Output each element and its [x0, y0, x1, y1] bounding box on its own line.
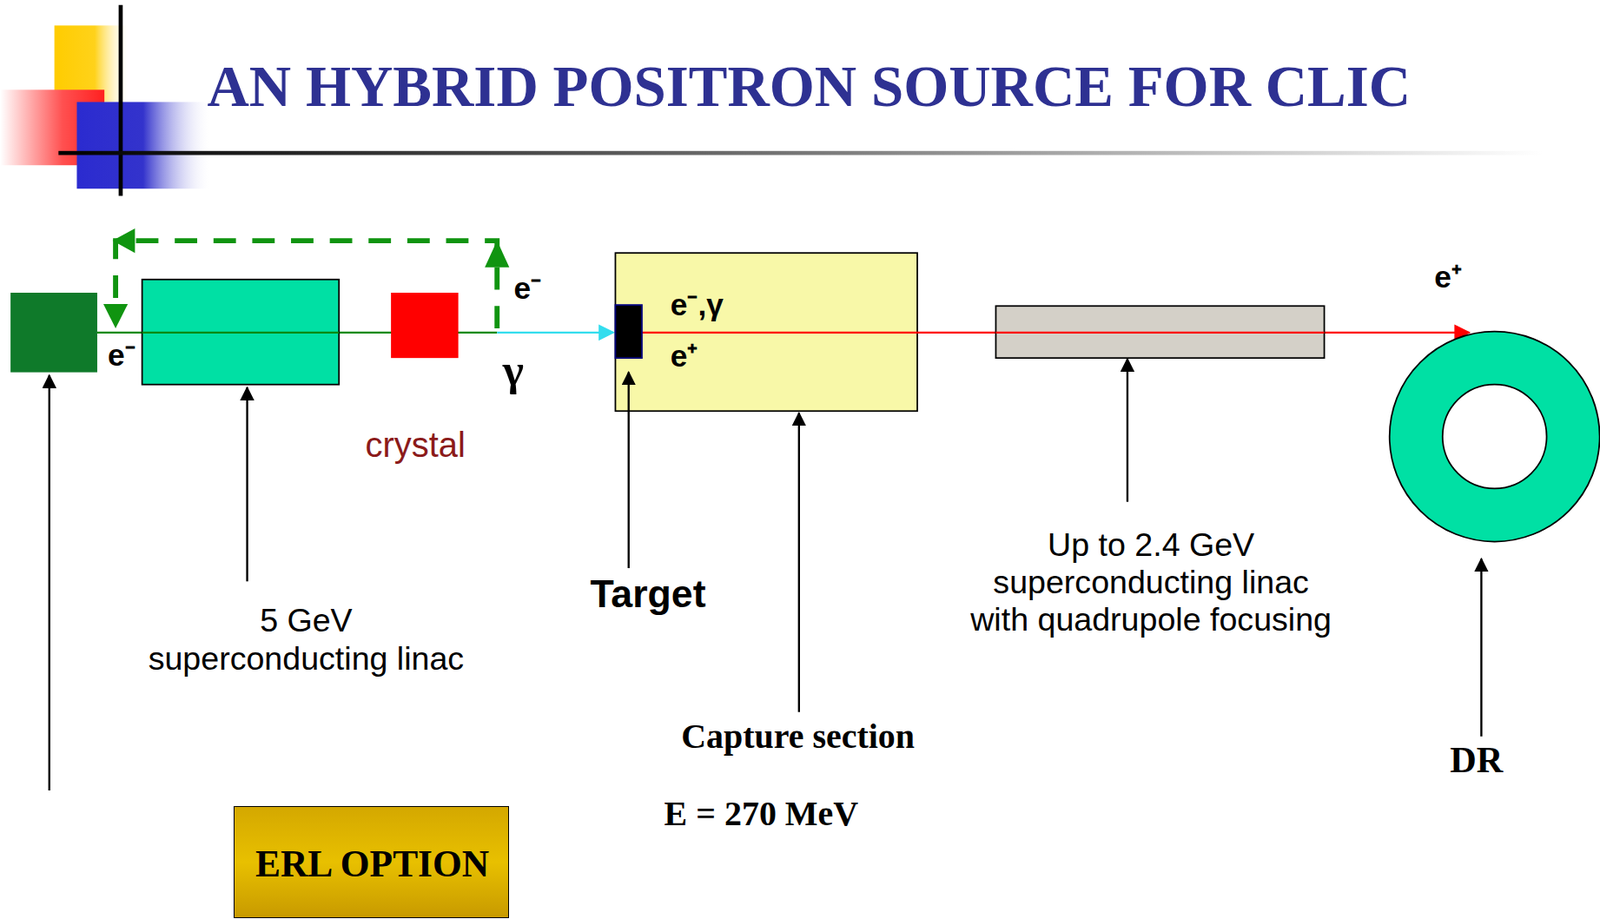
- particle-label: γ: [502, 343, 524, 396]
- leader-line: [245, 387, 248, 582]
- linac-box: [142, 279, 340, 385]
- part-label: Up to 2.4 GeV superconducting linac with…: [965, 526, 1338, 640]
- node-text: e⁺: [670, 333, 699, 376]
- capture-section-box: e⁻,γ e⁺: [614, 252, 918, 411]
- part-label: Target: [589, 571, 706, 616]
- particle-label: e⁺: [1434, 259, 1462, 296]
- leader-line: [1480, 558, 1482, 736]
- part-label: DR: [1449, 739, 1503, 782]
- arrow-head: [484, 240, 510, 268]
- photon-beam: [496, 331, 614, 334]
- deco-square: [76, 101, 210, 189]
- option-box: ERL OPTION: [233, 806, 510, 919]
- arrow-head: [112, 228, 136, 253]
- node-text: e⁻,γ: [670, 282, 724, 324]
- part-label: Capture section: [680, 716, 915, 757]
- leader-line: [1126, 358, 1129, 502]
- crystal-block: [390, 292, 459, 358]
- leader-line: [48, 375, 51, 791]
- page-title: AN HYBRID POSITRON SOURCE FOR CLIC: [206, 52, 1411, 120]
- part-label: crystal: [364, 425, 465, 466]
- damping-ring: [1415, 357, 1574, 516]
- arrow-head: [103, 304, 128, 329]
- damping-ring: [1442, 384, 1548, 490]
- linac-box: [995, 305, 1324, 358]
- deco-line: [58, 151, 1543, 156]
- target-block: [614, 304, 642, 358]
- part-label: 5 GeV superconducting linac: [142, 601, 470, 677]
- positron-beam: [995, 331, 1324, 334]
- node-text: ERL OPTION: [255, 841, 490, 886]
- particle-label: e⁻: [514, 271, 543, 307]
- particle-label: e⁻: [107, 337, 136, 374]
- injector-box: [10, 292, 98, 373]
- positron-beam: [641, 331, 1469, 334]
- beam-line: [142, 331, 340, 334]
- erl-return-path: [115, 240, 497, 329]
- leader-line: [798, 413, 800, 713]
- energy-label: E = 270 MeV: [664, 793, 860, 834]
- deco-line: [119, 5, 124, 197]
- leader-line: [628, 372, 630, 569]
- damping-ring: [1389, 331, 1600, 543]
